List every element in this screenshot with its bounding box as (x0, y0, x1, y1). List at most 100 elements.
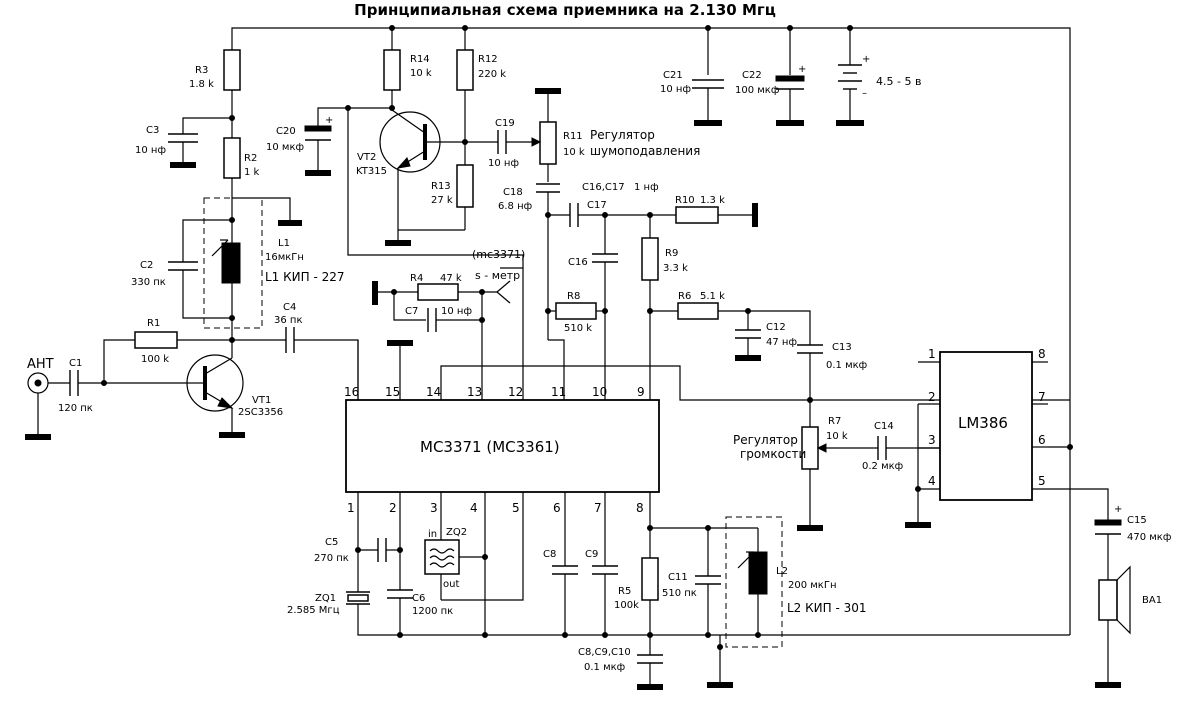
svg-text:C20: C20 (276, 126, 296, 137)
capacitor-c20: + C20 10 мкф (266, 105, 524, 268)
svg-text:R6: R6 (678, 291, 691, 302)
ic-mc3371-pins-bottom: 1 2 3 4 5 6 7 8 (347, 501, 644, 515)
svg-text:in: in (428, 529, 437, 540)
smeter-output: s - метр (475, 269, 520, 304)
svg-text:C17: C17 (587, 200, 607, 211)
svg-text:7: 7 (1038, 390, 1046, 404)
svg-text:8: 8 (1038, 347, 1046, 361)
svg-text:2.585 Мгц: 2.585 Мгц (287, 605, 340, 616)
svg-text:R5: R5 (618, 586, 631, 597)
svg-text:+: + (798, 64, 806, 75)
svg-text:120 пк: 120 пк (58, 403, 93, 414)
ic-mc3371-pins-top: 16 15 14 13 12 11 10 9 (344, 385, 645, 399)
svg-text:330 пк: 330 пк (131, 277, 166, 288)
svg-text:C13: C13 (832, 342, 852, 353)
svg-text:4: 4 (470, 501, 478, 515)
svg-text:L2 КИП - 301: L2 КИП - 301 (787, 601, 867, 615)
capacitor-c10: C8,C9,C10 0.1 мкф (578, 647, 663, 690)
svg-text:C3: C3 (146, 125, 159, 136)
svg-text:10: 10 (592, 385, 607, 399)
svg-text:R12: R12 (478, 54, 498, 65)
ic-lm386-label: LM386 (958, 414, 1008, 432)
diagram-title: Принципиальная схема приемника на 2.130 … (354, 1, 776, 19)
svg-text:10 нф: 10 нф (660, 84, 691, 95)
svg-text:510 пк: 510 пк (662, 588, 697, 599)
inductor-l1: L1 16мкГн L1 КИП - 227 (203, 197, 345, 329)
capacitor-c16: C16 (568, 215, 618, 268)
capacitor-c22: + C22 100 мкф (735, 64, 806, 126)
svg-text:2SC3356: 2SC3356 (238, 407, 283, 418)
svg-text:R9: R9 (665, 248, 678, 259)
svg-text:–: – (862, 88, 867, 99)
inductor-l2: L2 200 мкГн L2 КИП - 301 (707, 516, 867, 688)
supply-voltage: 4.5 - 5 в (876, 75, 921, 88)
svg-text:13: 13 (467, 385, 482, 399)
svg-text:R8: R8 (567, 291, 580, 302)
svg-text:C19: C19 (495, 118, 515, 129)
svg-text:C2: C2 (140, 260, 153, 271)
ic-lm386: LM386 1 2 3 4 8 7 6 5 (905, 347, 1109, 528)
resistor-r1: R1 100 k (103, 318, 235, 383)
svg-text:L1 КИП - 227: L1 КИП - 227 (265, 270, 345, 284)
svg-text:10 k: 10 k (826, 431, 848, 442)
svg-text:4: 4 (928, 474, 936, 488)
svg-text:10 k: 10 k (410, 68, 432, 79)
transistor-vt2: VT2 KT315 (356, 109, 468, 246)
capacitor-c13: C13 0.1 мкф (797, 342, 867, 427)
svg-text:6: 6 (1038, 433, 1046, 447)
svg-text:C12: C12 (766, 322, 786, 333)
svg-text:200 мкГн: 200 мкГн (788, 580, 837, 591)
svg-text:1.8 k: 1.8 k (189, 79, 214, 90)
r7-description-1: Регулятор (733, 433, 798, 447)
svg-text:ZQ1: ZQ1 (315, 593, 336, 604)
capacitor-c17: C17 C16,C17 1 нф (548, 182, 676, 227)
svg-text:47 k: 47 k (440, 273, 462, 284)
svg-text:C16: C16 (568, 257, 588, 268)
svg-text:R7: R7 (828, 416, 841, 427)
svg-text:7: 7 (594, 501, 602, 515)
svg-text:12: 12 (508, 385, 523, 399)
r11-description-1: Регулятор (590, 128, 655, 142)
svg-text:5: 5 (512, 501, 520, 515)
resistor-r5: R5 100k (614, 492, 659, 655)
svg-text:1200 пк: 1200 пк (412, 606, 453, 617)
svg-text:C7: C7 (405, 306, 418, 317)
svg-text:C8: C8 (543, 549, 556, 560)
capacitor-c19: C19 10 нф (465, 118, 540, 169)
svg-text:out: out (443, 579, 459, 590)
potentiometer-r11: R11 10 k Регулятор шумоподавления (531, 88, 700, 182)
svg-text:270 пк: 270 пк (314, 553, 349, 564)
svg-text:10 нф: 10 нф (488, 158, 519, 169)
svg-text:10 нф: 10 нф (135, 145, 166, 156)
svg-text:5: 5 (1038, 474, 1046, 488)
svg-text:C5: C5 (325, 537, 338, 548)
svg-text:R1: R1 (147, 318, 160, 329)
svg-text:6.8 нф: 6.8 нф (498, 201, 532, 212)
resistor-r6: R6 5.1 k (647, 291, 811, 345)
speaker-ba1: BA1 (1095, 565, 1162, 688)
svg-text:R4: R4 (410, 273, 423, 284)
svg-text:C9: C9 (585, 549, 598, 560)
capacitor-c2: C2 330 пк (131, 219, 232, 319)
capacitor-c21: C21 10 нф (660, 70, 724, 126)
svg-text:BA1: BA1 (1142, 595, 1162, 606)
svg-text:0.1 мкф: 0.1 мкф (584, 662, 625, 673)
capacitor-c1: C1 120 пк (58, 358, 188, 414)
svg-text:+: + (325, 115, 333, 126)
transistor-vt1: VT1 2SC3356 (186, 318, 283, 438)
svg-text:C18: C18 (503, 187, 523, 198)
svg-text:2: 2 (389, 501, 397, 515)
svg-text:s - метр: s - метр (475, 269, 520, 282)
svg-text:C1: C1 (69, 358, 82, 369)
resistor-r3: R3 1.8 k (189, 49, 241, 138)
svg-text:47 нф: 47 нф (766, 337, 797, 348)
svg-text:36 пк: 36 пк (274, 315, 302, 326)
potentiometer-r7: R7 10 k Регулятор громкости (733, 416, 878, 531)
r7-description-2: громкости (740, 447, 806, 461)
capacitor-c7: C7 10 нф (393, 292, 485, 332)
svg-text:R11: R11 (563, 131, 583, 142)
svg-text:10 нф: 10 нф (441, 306, 472, 317)
resistor-r2: R2 1 k (223, 137, 260, 220)
ic-mc3371: MC3371 (MC3361) (mc3371) (345, 248, 660, 493)
svg-text:14: 14 (426, 385, 441, 399)
